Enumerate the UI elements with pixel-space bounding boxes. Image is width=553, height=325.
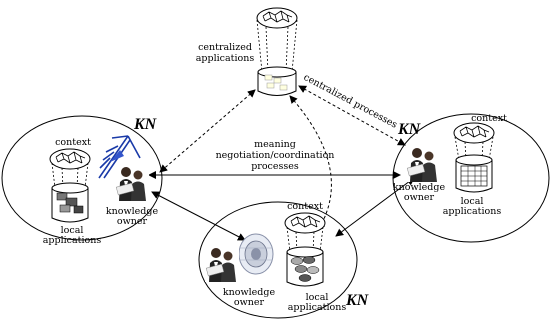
- left-apps-label-1: local: [61, 225, 84, 236]
- bottom-database-icon: [286, 246, 324, 287]
- right-owner-label-2: owner: [404, 192, 435, 203]
- middle-label-2: negotiation/coordination: [216, 150, 335, 161]
- kn-label-bottom: KN: [345, 292, 370, 309]
- right-context-icon: [453, 122, 495, 144]
- left-knowledge-owner-photo: [114, 164, 150, 202]
- centralized-processes-label: centralized processes: [302, 72, 399, 131]
- bottom-owner-label-2: owner: [234, 297, 265, 308]
- right-apps-label-1: local: [461, 196, 484, 207]
- bottom-apps-label-1: local: [306, 292, 329, 303]
- kn-bottom-ellipse: [198, 201, 358, 319]
- right-owner-label-1: knowledge: [393, 182, 446, 193]
- bottom-owner-label-1: knowledge: [223, 287, 276, 298]
- kn-label-right: KN: [397, 121, 422, 138]
- left-context-label: context: [55, 137, 91, 148]
- central-context-icon: [256, 7, 298, 29]
- bottom-context-label: context: [287, 201, 323, 212]
- central-label-2: applications: [196, 53, 255, 64]
- right-apps-label-2: applications: [443, 206, 502, 217]
- central-label: centralized: [198, 42, 252, 53]
- right-database-icon: [455, 154, 493, 193]
- tunnel-icon: [238, 233, 274, 275]
- right-knowledge-owner-photo: [405, 145, 441, 183]
- middle-label-1: meaning: [254, 139, 296, 150]
- left-apps-label-2: applications: [43, 235, 102, 246]
- left-owner-label-2: owner: [117, 216, 148, 227]
- bottom-context-icon: [284, 212, 326, 234]
- left-owner-label-1: knowledge: [106, 206, 159, 217]
- left-database-icon: [51, 182, 89, 223]
- right-context-label: context: [471, 113, 507, 124]
- bottom-apps-label-2: applications: [288, 302, 347, 313]
- middle-label-3: processes: [251, 161, 299, 172]
- kn-label-left: KN: [133, 116, 158, 133]
- left-context-icon: [49, 148, 91, 170]
- central-database-icon: [257, 66, 297, 96]
- bottom-knowledge-owner-photo: [204, 245, 240, 283]
